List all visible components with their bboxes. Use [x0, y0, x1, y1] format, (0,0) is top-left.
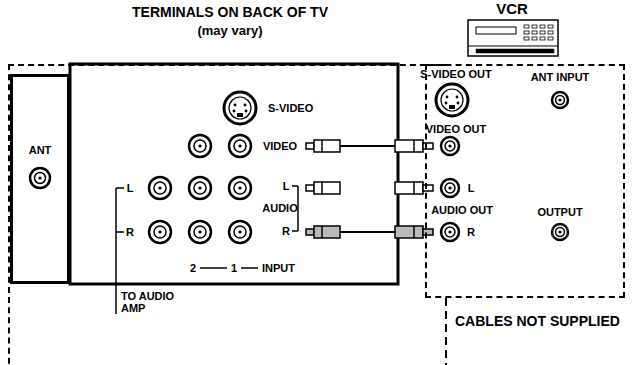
- rca-jack: [149, 177, 171, 199]
- rca-jack: [189, 135, 211, 157]
- subheading: (may vary): [197, 24, 262, 38]
- vcr-button: [524, 31, 529, 34]
- vcr-button: [540, 31, 545, 34]
- note: CABLES NOT SUPPLIED: [455, 314, 620, 329]
- vcr-terminal-outline: VCR: [425, 64, 625, 298]
- rca-jack: [30, 168, 50, 188]
- ant-panel: ANT: [10, 74, 70, 284]
- rca-jack: [229, 135, 251, 157]
- input-number: 1: [231, 262, 237, 274]
- channel-label: R: [126, 226, 134, 238]
- vcr-button: [540, 37, 545, 40]
- input-number-lines: [200, 267, 258, 269]
- rca-jack: [552, 92, 568, 108]
- rca-jack: [229, 177, 251, 199]
- jack-label: OUTPUT: [537, 206, 582, 218]
- jack-label: VIDEO: [263, 140, 297, 152]
- input-number: 2: [190, 262, 196, 274]
- rca-jack: [441, 179, 459, 197]
- rca-plug: [306, 226, 340, 238]
- jack-label: VIDEO OUT: [426, 123, 487, 135]
- vcr-button: [548, 37, 553, 40]
- heading: VCR: [496, 1, 528, 18]
- rca-jack: [229, 221, 251, 243]
- jack-label: TO AUDIO AMP: [121, 290, 183, 314]
- vcr-button: [524, 25, 529, 28]
- jack-label: AUDIO: [262, 202, 297, 214]
- rca-plug: [306, 140, 340, 152]
- channel-label: L: [283, 180, 290, 192]
- vcr-icon: [468, 20, 558, 56]
- rca-jack: [189, 177, 211, 199]
- jack-label: S-VIDEO: [268, 102, 313, 114]
- vcr-button: [532, 25, 537, 28]
- rca-jack: [441, 223, 459, 241]
- vcr-button: [548, 25, 553, 28]
- vcr-button: [532, 37, 537, 40]
- rca-jack: [552, 224, 568, 240]
- jack-label: S-VIDEO OUT: [420, 68, 492, 80]
- vcr-button: [524, 37, 529, 40]
- vcr-button: [548, 31, 553, 34]
- jack-label: ANT INPUT: [531, 71, 590, 83]
- vcr-button: [532, 31, 537, 34]
- rca-jack: [189, 221, 211, 243]
- rca-plug: [395, 182, 433, 194]
- rca-plug: [395, 140, 433, 152]
- terminal-label: ANT: [29, 144, 52, 156]
- tv-back-outline: ANTTERMINALS ON BACK OF TV(may vary): [8, 64, 446, 365]
- rca-plug: [306, 182, 340, 194]
- channel-label: R: [282, 225, 290, 237]
- channel-label: L: [127, 182, 134, 194]
- s-video-jack: [224, 92, 256, 124]
- heading: TERMINALS ON BACK OF TV: [132, 5, 328, 20]
- jack-label: AUDIO OUT: [431, 204, 493, 216]
- tv-terminal-panel: [70, 64, 398, 284]
- jack-label: INPUT: [262, 262, 295, 274]
- tv-outline-side: [445, 298, 447, 365]
- channel-label: R: [467, 226, 475, 238]
- vcr-button: [540, 25, 545, 28]
- rca-jack: [441, 137, 459, 155]
- s-video-jack: [436, 84, 468, 116]
- rca-jack: [149, 221, 171, 243]
- rca-plug: [395, 226, 433, 238]
- cables: [340, 146, 395, 232]
- channel-label: L: [468, 182, 475, 194]
